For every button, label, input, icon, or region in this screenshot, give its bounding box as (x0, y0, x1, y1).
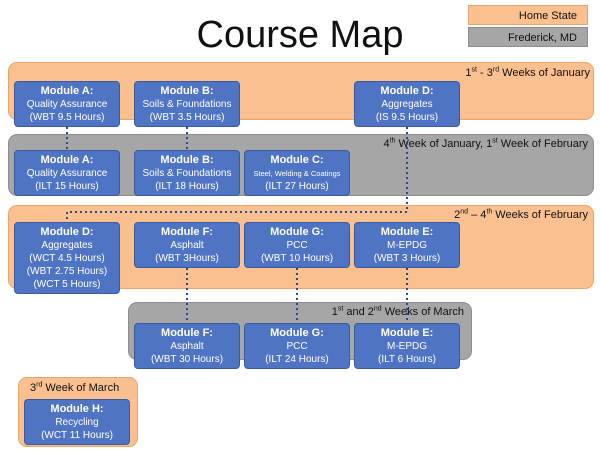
band-label-mar: 1st and 2nd Weeks of March (331, 305, 464, 318)
module-e-wbt: Module E: M-EPDG (WBT 3 Hours) (354, 222, 460, 268)
band-label-mar-week-3: 3rd Week of March (30, 381, 120, 394)
module-a-ilt: Module A: Quality Assurance (ILT 15 Hour… (14, 150, 120, 196)
connector-module-d (66, 127, 408, 222)
band-label-jan-feb: 4th Week of January, 1st Week of Februar… (383, 137, 588, 150)
module-h-wct: Module H: Recycling (WCT 11 Hours) (24, 399, 130, 445)
module-g-wbt: Module G: PCC (WBT 10 Hours) (244, 222, 350, 268)
module-c-ilt: Module C: Steel, Welding & Coatings (ILT… (244, 150, 350, 196)
module-b-wbt: Module B: Soils & Foundations (WBT 3.5 H… (134, 81, 240, 127)
module-b-ilt: Module B: Soils & Foundations (ILT 18 Ho… (134, 150, 240, 196)
legend-home-state: Home State (468, 5, 588, 25)
module-e-ilt: Module E: M-EPDG (ILT 6 Hours) (354, 323, 460, 369)
legend-frederick-md: Frederick, MD (468, 27, 588, 47)
module-d-wct: Module D: Aggregates (WCT 4.5 Hours) (WB… (14, 222, 120, 294)
module-a-wbt: Module A: Quality Assurance (WBT 9.5 Hou… (14, 81, 120, 127)
module-f-ilt: Module F: Asphalt (WBT 30 Hours) (134, 323, 240, 369)
band-label-jan: 1st - 3rd Weeks of January (465, 66, 590, 79)
module-d-is: Module D: Aggregates (IS 9.5 Hours) (354, 81, 460, 127)
module-g-ilt: Module G: PCC (ILT 24 Hours) (244, 323, 350, 369)
page-title: Course Map (196, 14, 404, 56)
module-f-wbt: Module F: Asphalt (WBT 3Hours) (134, 222, 240, 268)
band-label-feb: 2nd – 4th Weeks of February (454, 208, 588, 221)
